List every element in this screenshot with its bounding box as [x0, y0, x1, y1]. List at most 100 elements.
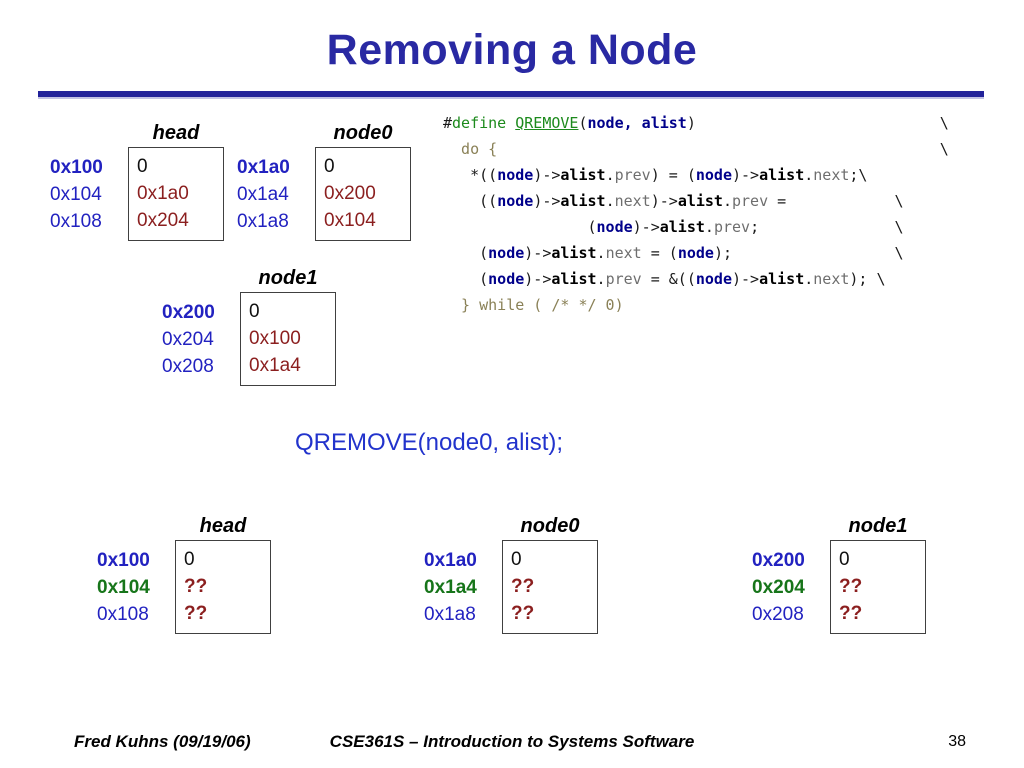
code-token: )->	[524, 244, 552, 262]
code-line: ((node)->alist.next)->alist.prev = \	[443, 188, 949, 214]
code-token: alist	[560, 166, 606, 184]
address-label: 0x100	[97, 550, 150, 571]
code-token: next	[813, 270, 850, 288]
code-token: .	[704, 218, 714, 236]
code-token: )->	[732, 166, 760, 184]
code-line: } while ( /* */ 0)	[443, 292, 949, 318]
code-token: node	[596, 218, 633, 236]
memory-value: ??	[511, 576, 535, 597]
code-line: #define QREMOVE(node, alist) \	[443, 110, 949, 136]
memory-value: ??	[184, 603, 208, 624]
code-line: (node)->alist.next = (node); \	[443, 240, 949, 266]
code-token: ) = (	[650, 166, 696, 184]
address-label: 0x100	[50, 157, 103, 178]
memory-value: 0	[324, 156, 335, 177]
code-token: next	[614, 192, 651, 210]
code-token: node	[695, 270, 732, 288]
memory-value: ??	[184, 576, 208, 597]
code-token: node	[497, 166, 534, 184]
code-token: next	[605, 244, 642, 262]
address-label: 0x1a0	[424, 550, 477, 571]
address-label: 0x1a4	[424, 577, 477, 598]
code-token: prev	[713, 218, 751, 236]
qremove-call-text: QREMOVE(node0, alist);	[295, 429, 564, 456]
code-line: do { \	[443, 136, 949, 162]
memory-box: 0 0x1a0 0x204	[128, 147, 224, 241]
memory-diagram-head-before: head 0x100 0x104 0x108 0 0x1a0 0x204	[50, 122, 224, 241]
memory-box: 0????	[830, 540, 926, 634]
code-token: #	[443, 114, 453, 132]
code-line: (node)->alist.prev; \	[443, 214, 949, 240]
address-label: 0x108	[50, 211, 102, 232]
code-token: (	[443, 244, 489, 262]
code-token	[506, 114, 515, 132]
code-line: (node)->alist.prev = &((node)->alist.nex…	[443, 266, 949, 292]
code-line: *((node)->alist.prev) = (node)->alist.ne…	[443, 162, 949, 188]
code-token: .	[596, 270, 606, 288]
code-token: QREMOVE	[515, 114, 579, 132]
address-label: 0x104	[97, 577, 150, 598]
code-token: .	[722, 192, 732, 210]
address-label: 0x208	[162, 356, 214, 377]
code-token: } while ( /* */ 0)	[443, 296, 624, 314]
code-token: next	[813, 166, 850, 184]
diagram-label: head	[152, 122, 200, 144]
diagram-label: node1	[258, 267, 318, 289]
code-block: #define QREMOVE(node, alist) \ do { \ *(…	[443, 110, 949, 318]
memory-box: 0????	[502, 540, 598, 634]
code-token: node	[497, 192, 534, 210]
code-token: (	[443, 218, 597, 236]
code-token: node	[488, 270, 525, 288]
code-token: )->	[524, 270, 552, 288]
code-token: ); \	[713, 244, 904, 262]
code-token: ((	[443, 192, 498, 210]
memory-value: 0x104	[324, 210, 376, 231]
code-token: alist	[677, 192, 723, 210]
code-token: ;\	[849, 166, 868, 184]
code-token: alist	[759, 166, 805, 184]
address-label: 0x208	[752, 604, 804, 625]
code-token: = \	[768, 192, 904, 210]
memory-value: 0	[511, 549, 522, 570]
code-token: = (	[641, 244, 678, 262]
address-label: 0x104	[50, 184, 102, 205]
code-token: = &((	[641, 270, 696, 288]
code-token: do {	[443, 140, 498, 158]
diagram-label: node0	[520, 515, 580, 537]
code-token: alist	[659, 218, 705, 236]
address-label: 0x200	[752, 550, 805, 571]
memory-value: 0	[184, 549, 195, 570]
address-label: 0x1a8	[424, 604, 476, 625]
code-token: .	[605, 166, 615, 184]
memory-value: 0x204	[137, 210, 189, 231]
code-token: prev	[614, 166, 651, 184]
code-token: .	[804, 270, 814, 288]
address-label: 0x204	[752, 577, 805, 598]
memory-value: 0	[137, 156, 148, 177]
code-token: )->	[533, 192, 561, 210]
code-token: )->	[732, 270, 760, 288]
memory-value: ??	[839, 603, 863, 624]
code-token: )->	[650, 192, 678, 210]
code-token: *((	[443, 166, 498, 184]
title-rule	[38, 91, 984, 97]
code-token: node	[488, 244, 525, 262]
memory-value: 0x100	[249, 328, 301, 349]
code-token: node	[677, 244, 714, 262]
code-token: prev	[605, 270, 642, 288]
address-label: 0x1a0	[237, 157, 290, 178]
address-label: 0x108	[97, 604, 149, 625]
code-token: define	[452, 114, 507, 132]
address-label: 0x1a4	[237, 184, 289, 205]
code-token: ; \	[750, 218, 904, 236]
code-token: prev	[732, 192, 769, 210]
memory-value: 0x1a0	[137, 183, 189, 204]
page-title: Removing a Node	[326, 26, 698, 74]
footer-course: CSE361S – Introduction to Systems Softwa…	[329, 732, 695, 751]
code-token: (	[443, 270, 489, 288]
code-token: alist	[759, 270, 805, 288]
